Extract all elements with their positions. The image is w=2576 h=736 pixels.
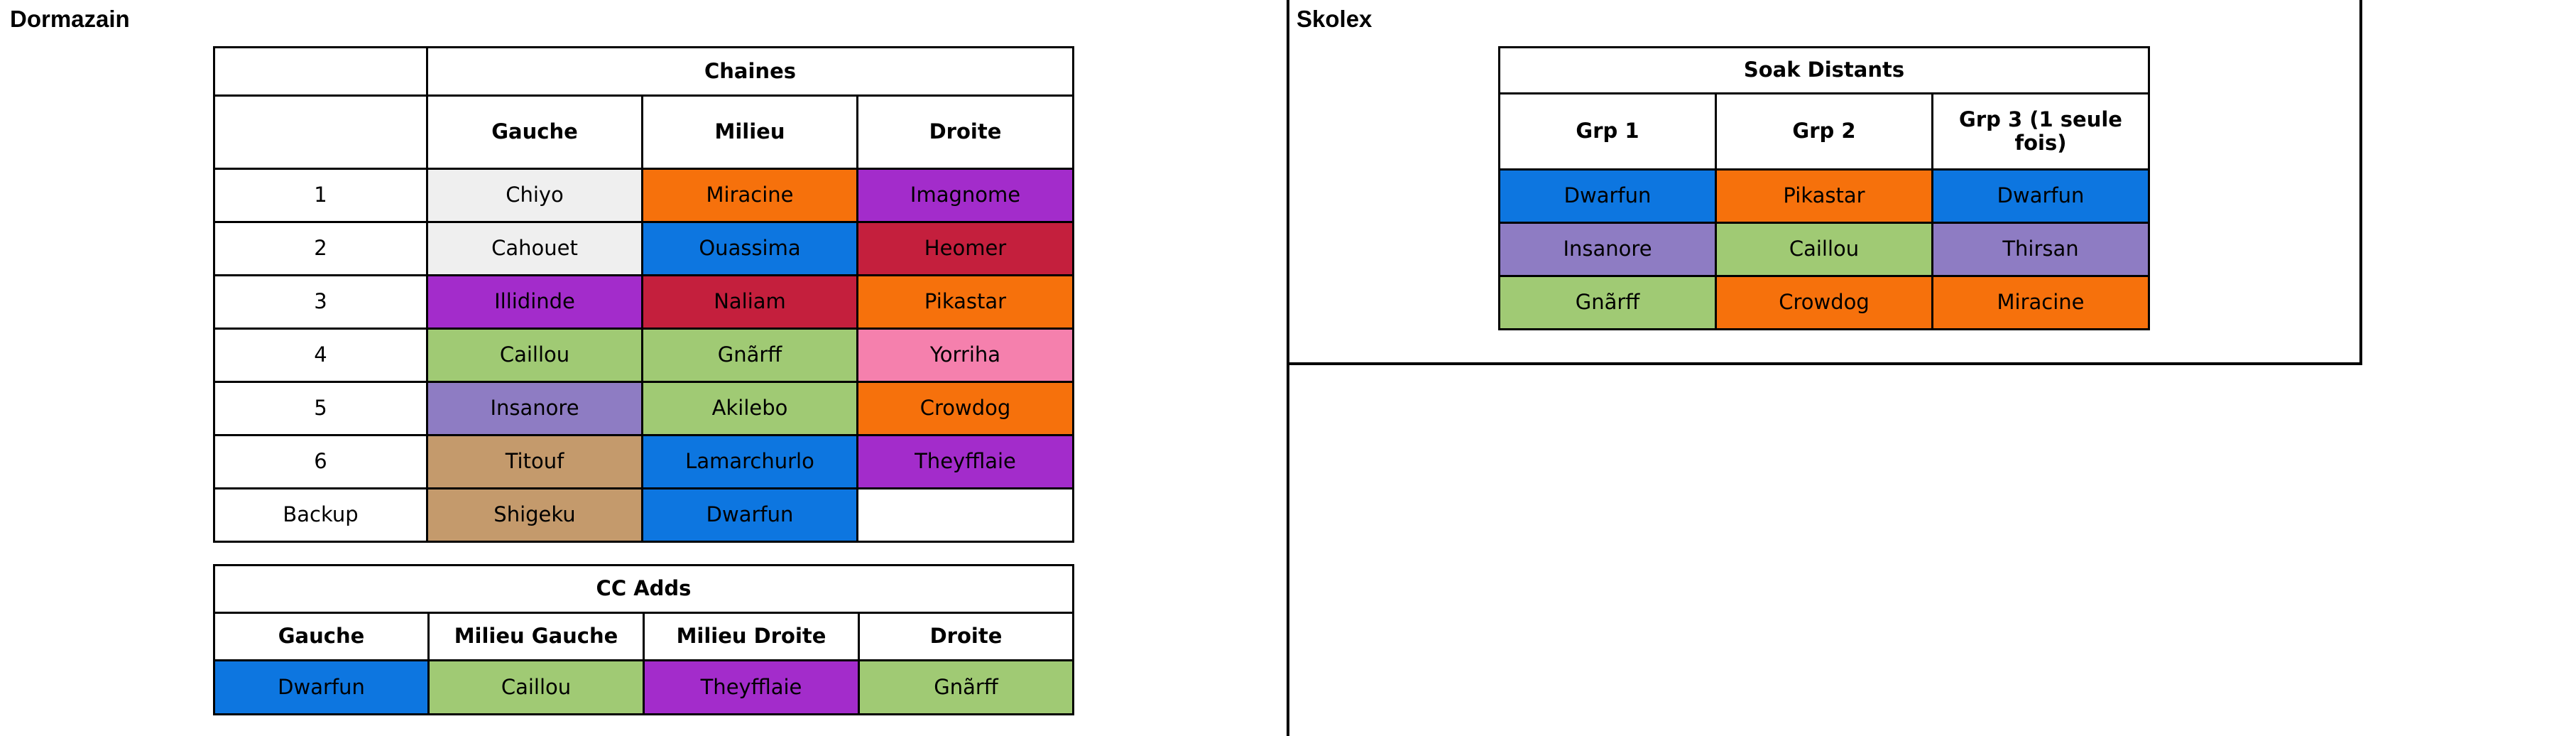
row-label-cell[interactable]: 6: [213, 434, 428, 489]
data-cell[interactable]: Dwarfun: [641, 487, 858, 543]
data-cell[interactable]: Crowdog: [1715, 275, 1933, 330]
data-cell[interactable]: Miracine: [641, 168, 858, 223]
table-title-row: CC Adds: [213, 564, 1074, 614]
data-cell[interactable]: Gnãrff: [1498, 275, 1717, 330]
data-cell[interactable]: Chiyo: [426, 168, 643, 223]
column-header-cell[interactable]: Droite: [856, 94, 1074, 170]
data-cell[interactable]: Yorriha: [856, 328, 1074, 383]
row-label-cell[interactable]: 3: [213, 274, 428, 330]
table-title-row: Soak Distants: [1498, 46, 2150, 94]
data-cell[interactable]: Insanore: [1498, 222, 1717, 277]
column-header-cell[interactable]: Grp 2: [1715, 92, 1933, 171]
data-cell[interactable]: Thirsan: [1931, 222, 2150, 277]
data-cell[interactable]: Shigeku: [426, 487, 643, 543]
data-cell[interactable]: Illidinde: [426, 274, 643, 330]
data-cell[interactable]: Dwarfun: [1498, 168, 1717, 224]
data-cell[interactable]: Caillou: [427, 659, 645, 715]
column-header-cell[interactable]: Milieu Gauche: [427, 612, 645, 661]
data-cell[interactable]: Theyfflaie: [643, 659, 860, 715]
data-cell[interactable]: Pikastar: [856, 274, 1074, 330]
data-cell[interactable]: Naliam: [641, 274, 858, 330]
column-header-cell[interactable]: Milieu Droite: [643, 612, 860, 661]
data-cell[interactable]: Cahouet: [426, 221, 643, 276]
data-cell[interactable]: Theyfflaie: [856, 434, 1074, 489]
table-title-cell[interactable]: CC Adds: [213, 564, 1074, 614]
data-cell[interactable]: Gnãrff: [858, 659, 1074, 715]
section-title-dormazain[interactable]: Dormazain: [10, 6, 130, 32]
table-title-cell[interactable]: Soak Distants: [1498, 46, 2150, 94]
table-title-row: Chaines: [213, 46, 1074, 97]
data-cell[interactable]: Insanore: [426, 381, 643, 436]
row-label-cell[interactable]: 1: [213, 168, 428, 223]
column-header-cell[interactable]: Droite: [858, 612, 1074, 661]
spacer-cell: [213, 46, 428, 97]
section-title-skolex[interactable]: Skolex: [1297, 6, 1372, 32]
data-cell[interactable]: Ouassima: [641, 221, 858, 276]
skolex-left-border-extension: [1287, 365, 1289, 736]
row-label-cell[interactable]: 2: [213, 221, 428, 276]
data-cell[interactable]: Gnãrff: [641, 328, 858, 383]
column-header-cell[interactable]: Gauche: [213, 612, 430, 661]
data-cell[interactable]: Miracine: [1931, 275, 2150, 330]
table-title-cell[interactable]: Chaines: [426, 46, 1074, 97]
data-cell[interactable]: Titouf: [426, 434, 643, 489]
data-cell[interactable]: Lamarchurlo: [641, 434, 858, 489]
data-cell[interactable]: Dwarfun: [1931, 168, 2150, 224]
spacer-cell: [213, 94, 428, 170]
column-header-cell[interactable]: Gauche: [426, 94, 643, 170]
column-header-cell[interactable]: Milieu: [641, 94, 858, 170]
data-cell[interactable]: Heomer: [856, 221, 1074, 276]
data-cell[interactable]: Dwarfun: [213, 659, 430, 715]
column-header-cell[interactable]: Grp 3 (1 seule fois): [1931, 92, 2150, 171]
data-cell[interactable]: Pikastar: [1715, 168, 1933, 224]
data-cell[interactable]: Caillou: [1715, 222, 1933, 277]
row-label-cell[interactable]: Backup: [213, 487, 428, 543]
skolex-border-box: [1287, 0, 2362, 365]
data-cell[interactable]: Crowdog: [856, 381, 1074, 436]
data-cell[interactable]: Imagnome: [856, 168, 1074, 223]
row-label-cell[interactable]: 4: [213, 328, 428, 383]
data-cell[interactable]: [856, 487, 1074, 543]
data-cell[interactable]: Caillou: [426, 328, 643, 383]
data-cell[interactable]: Akilebo: [641, 381, 858, 436]
row-label-cell[interactable]: 5: [213, 381, 428, 436]
column-header-cell[interactable]: Grp 1: [1498, 92, 1717, 171]
